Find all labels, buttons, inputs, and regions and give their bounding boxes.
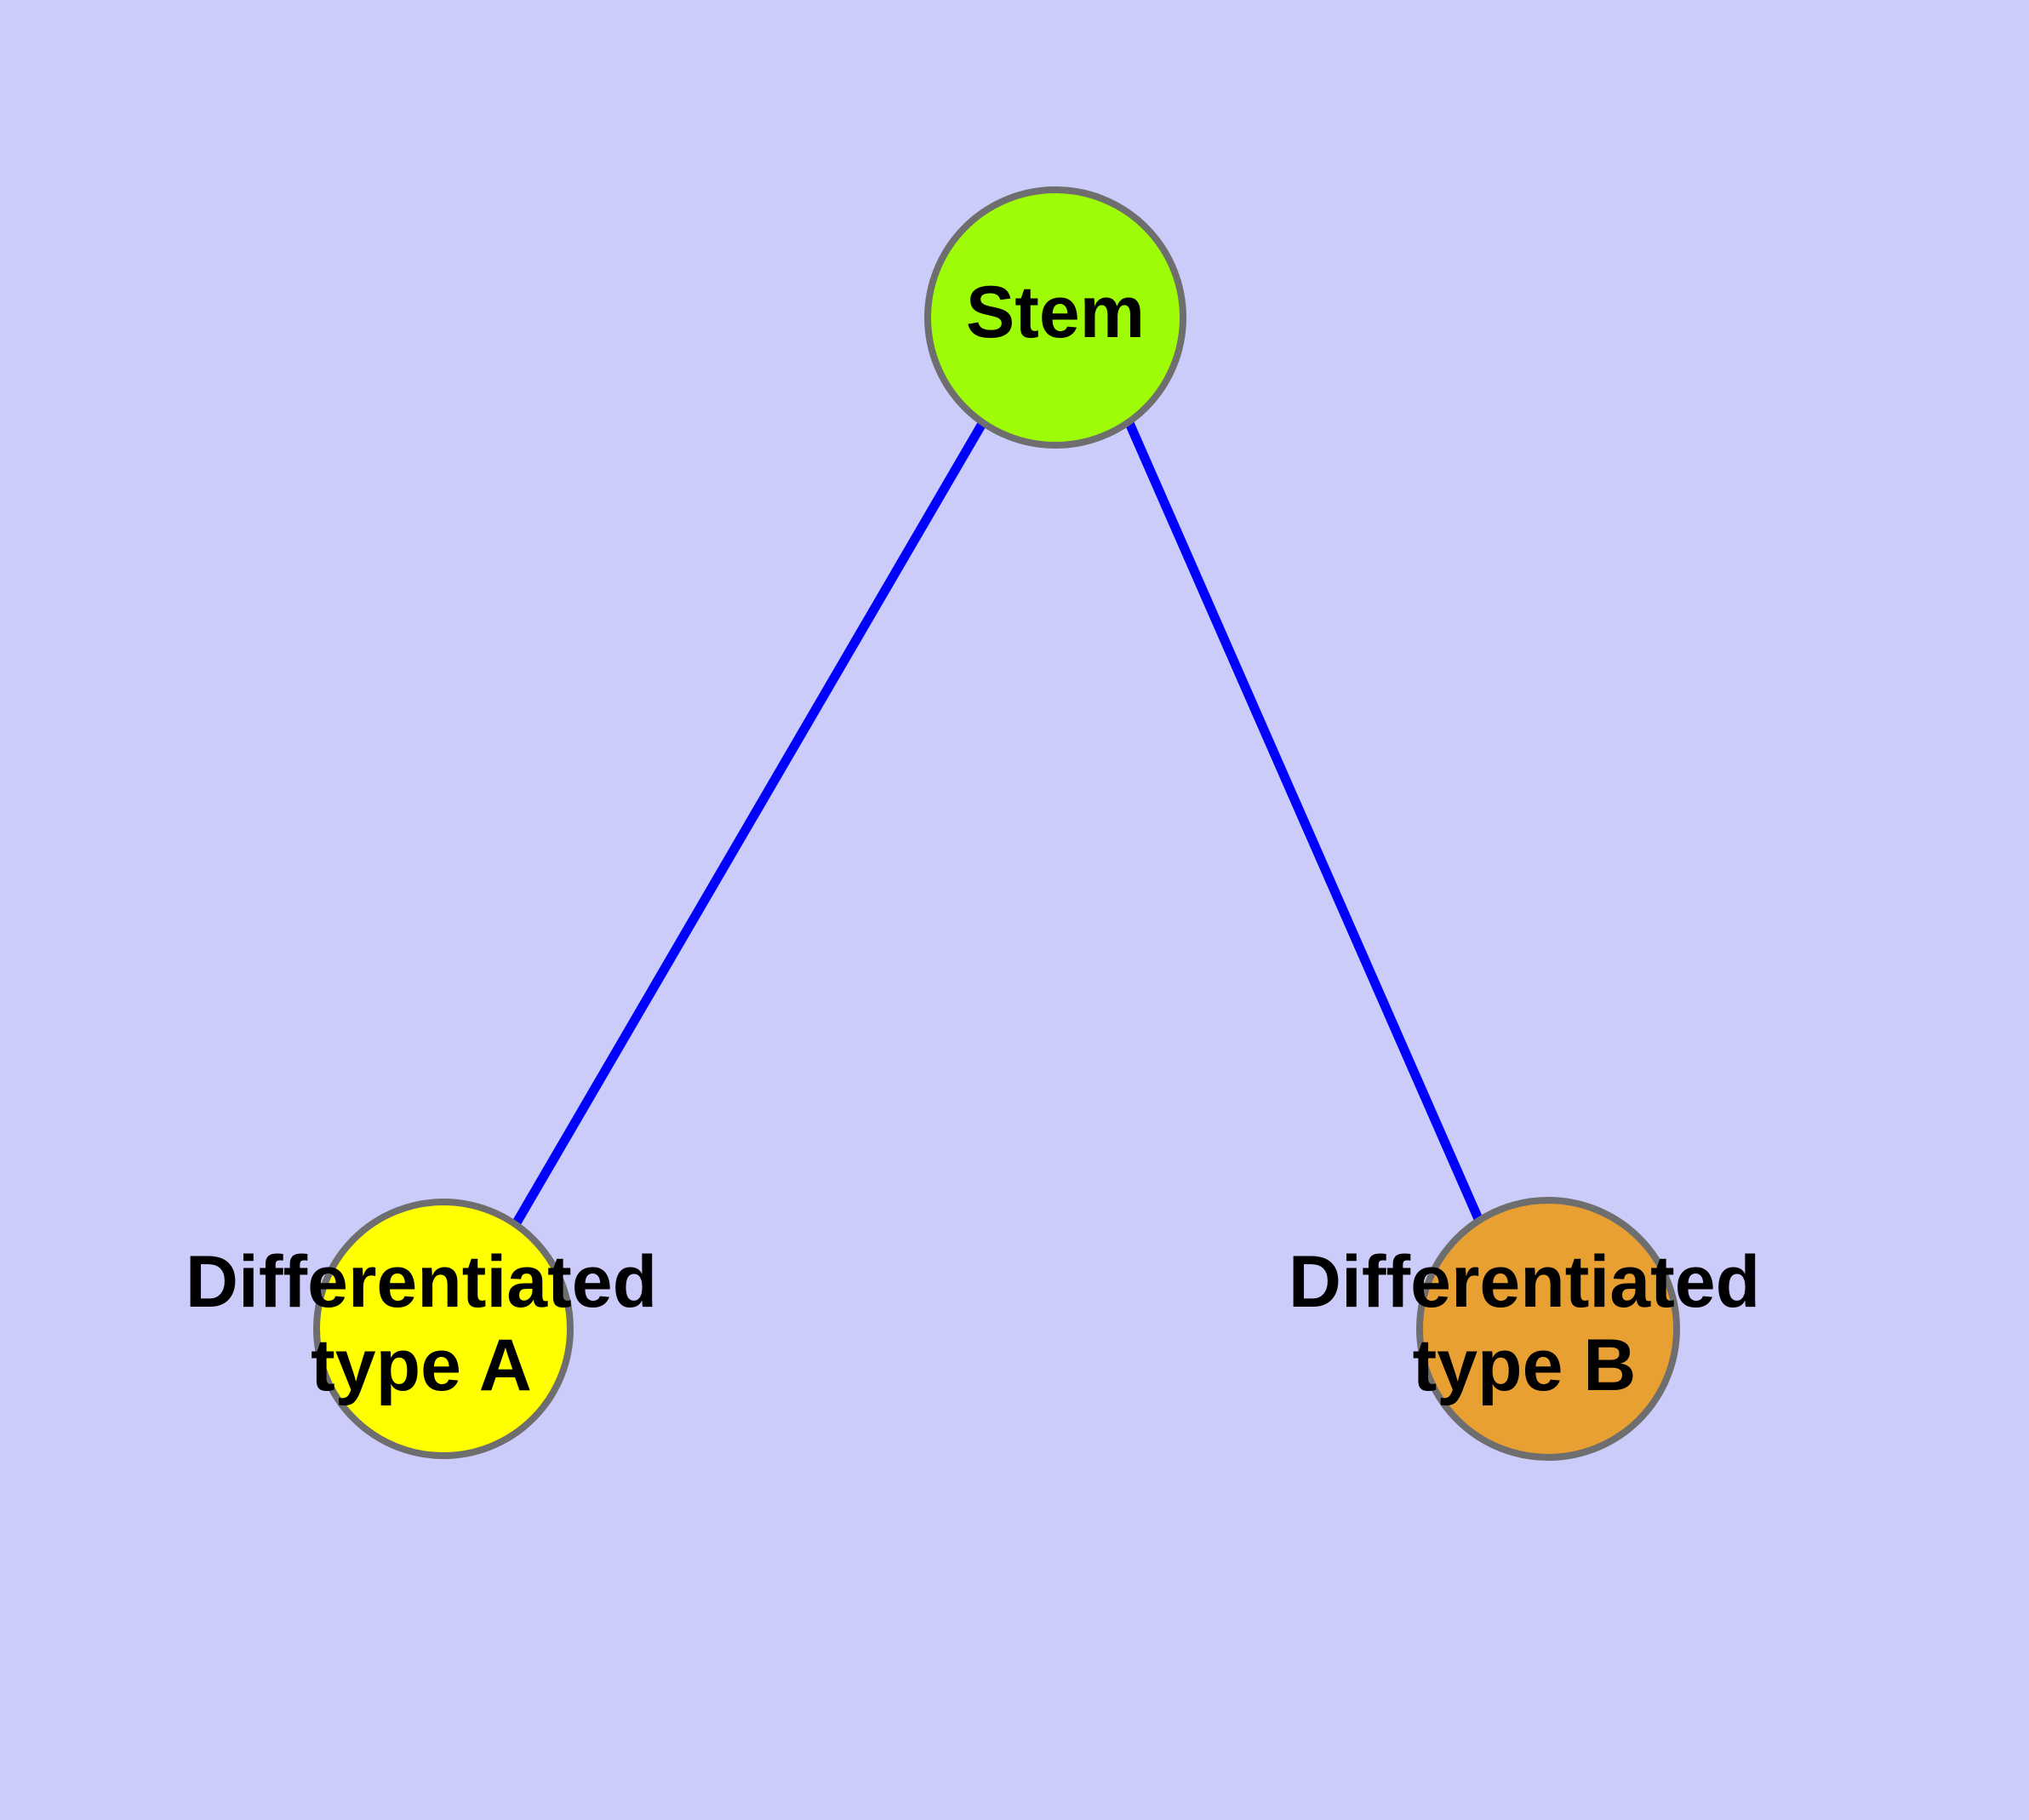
edge-stem-to-differentiated-type-b[interactable] — [1124, 421, 1484, 1223]
node-stem-circle[interactable] — [924, 186, 1186, 449]
node-differentiated-type-a[interactable] — [313, 1199, 574, 1459]
node-differentiated-type-b[interactable] — [1416, 1197, 1680, 1461]
edge-stem-to-differentiated-type-a[interactable] — [512, 420, 987, 1227]
node-differentiated-type-b-circle[interactable] — [1416, 1197, 1680, 1461]
node-stem-label: Stem — [966, 272, 1145, 353]
node-stem[interactable]: Stem — [924, 186, 1186, 449]
node-differentiated-type-a-circle[interactable] — [313, 1199, 574, 1459]
edges-layer — [512, 420, 1484, 1227]
